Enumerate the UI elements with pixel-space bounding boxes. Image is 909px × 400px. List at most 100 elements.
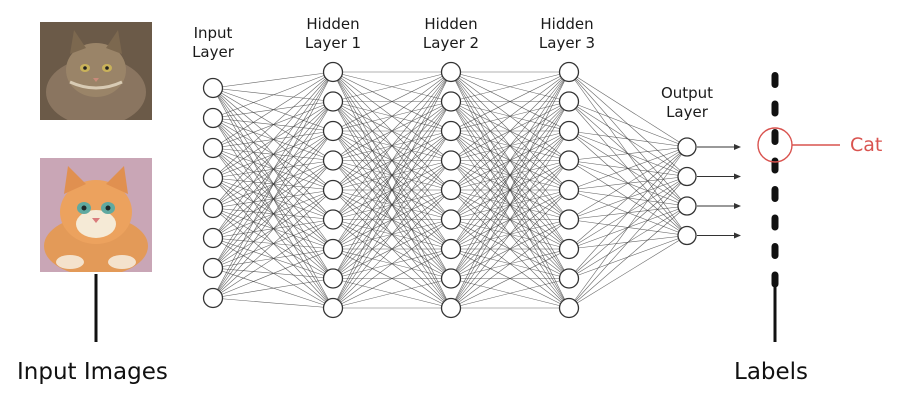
connection-0-7-0 [212, 71, 334, 299]
connection-1-5-0 [332, 71, 452, 220]
connection-1-8-4 [332, 189, 452, 309]
label-dash-7 [771, 271, 779, 288]
connection-0-0-0 [212, 71, 334, 89]
node-layer2-3 [440, 150, 462, 171]
node-layer3-3 [558, 150, 580, 171]
connection-2-6-0 [450, 71, 570, 250]
label-dash-6 [771, 243, 779, 259]
connection-3-2-0 [568, 130, 688, 148]
connection-2-2-0 [450, 71, 570, 132]
connection-3-0-0 [568, 71, 688, 148]
node-layer3-7 [558, 268, 580, 289]
node-layer0-6 [202, 257, 224, 279]
connection-0-7-1 [212, 101, 334, 299]
connection-3-8-1 [568, 176, 688, 309]
output-arrow-head-1 [734, 173, 741, 180]
connection-2-8-0 [450, 71, 570, 309]
connection-2-8-2 [450, 130, 570, 309]
node-layer3-8 [558, 297, 580, 319]
node-layer0-7 [202, 287, 224, 309]
node-layer1-5 [322, 209, 344, 230]
connection-2-8-7 [450, 278, 570, 309]
connection-3-6-0 [568, 146, 688, 250]
node-layer1-7 [322, 268, 344, 289]
connection-2-7-0 [450, 71, 570, 279]
node-layer2-7 [440, 268, 462, 289]
connection-1-7-0 [332, 71, 452, 279]
connection-1-8-1 [332, 101, 452, 309]
cat-image-2 [40, 158, 152, 272]
connection-1-8-3 [332, 160, 452, 309]
connection-0-7-4 [212, 189, 334, 299]
connection-2-4-0 [450, 71, 570, 191]
node-layer0-1 [202, 107, 224, 129]
output-arrow-head-3 [734, 232, 741, 239]
connection-0-4-0 [212, 71, 334, 209]
node-layer1-6 [322, 238, 344, 260]
node-layer0-4 [202, 197, 224, 219]
node-layer1-8 [322, 297, 344, 319]
connection-3-7-0 [568, 146, 688, 279]
connection-0-5-0 [212, 71, 334, 239]
node-layer2-5 [440, 209, 462, 230]
label-dash-5 [771, 214, 779, 231]
connection-0-3-0 [212, 71, 334, 179]
connection-2-8-4 [450, 189, 570, 309]
connection-1-8-6 [332, 248, 452, 309]
label-dash-0 [771, 72, 779, 88]
node-layer0-3 [202, 167, 224, 189]
label-dash-2 [771, 129, 779, 145]
node-layer2-1 [440, 91, 462, 112]
node-layer4-2 [677, 196, 697, 216]
node-layer1-3 [322, 150, 344, 171]
connection-0-7-7 [212, 278, 334, 299]
output-arrow-head-0 [734, 144, 741, 150]
node-layer2-8 [440, 297, 462, 319]
node-layer2-0 [440, 61, 462, 83]
connection-0-7-8 [212, 297, 334, 309]
node-layer4-3 [677, 225, 697, 246]
connection-2-1-0 [450, 71, 570, 102]
connection-2-5-0 [450, 71, 570, 220]
label-dash-3 [771, 157, 779, 174]
connection-1-3-0 [332, 71, 452, 161]
node-layer3-4 [558, 179, 580, 201]
connection-2-8-3 [450, 160, 570, 309]
node-layer1-2 [322, 120, 344, 142]
node-layer0-2 [202, 137, 224, 159]
connection-3-5-0 [568, 146, 688, 220]
connection-1-1-0 [332, 71, 452, 102]
node-layer3-6 [558, 238, 580, 260]
connection-3-8-3 [568, 235, 688, 309]
connection-3-1-0 [568, 101, 688, 148]
connection-2-8-5 [450, 219, 570, 309]
connection-1-8-5 [332, 219, 452, 309]
node-layer0-5 [202, 227, 224, 249]
connection-1-6-0 [332, 71, 452, 250]
connection-3-8-0 [568, 146, 688, 309]
node-layer3-1 [558, 91, 580, 112]
connection-0-7-5 [212, 219, 334, 299]
connection-1-2-0 [332, 71, 452, 132]
node-layer1-1 [322, 91, 344, 112]
connection-0-7-2 [212, 130, 334, 299]
node-layer4-0 [677, 137, 697, 157]
connection-2-3-0 [450, 71, 570, 161]
connection-1-8-2 [332, 130, 452, 309]
node-layer2-4 [440, 179, 462, 201]
node-layer2-6 [440, 238, 462, 260]
node-layer1-0 [322, 61, 344, 83]
label-dash-1 [771, 100, 779, 117]
connection-0-7-6 [212, 248, 334, 299]
node-layer1-4 [322, 179, 344, 201]
input-images-label: Input Images [17, 359, 168, 385]
connection-3-8-2 [568, 205, 688, 309]
connection-1-8-0 [332, 71, 452, 309]
labels-label: Labels [734, 359, 809, 385]
